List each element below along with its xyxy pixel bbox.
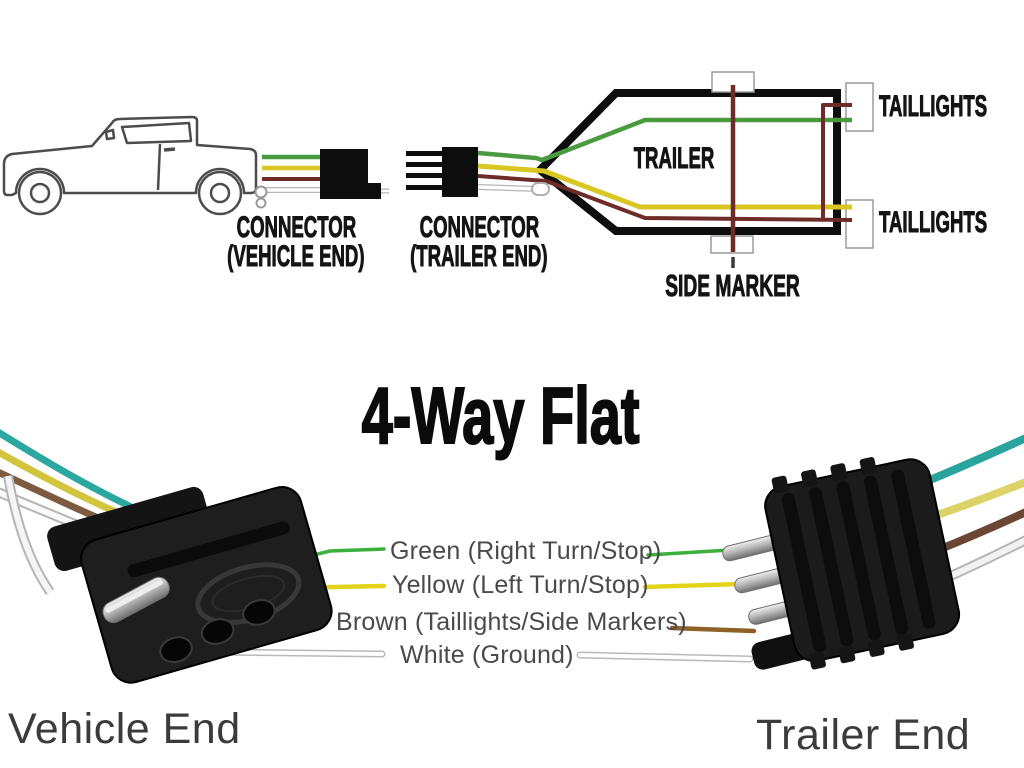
taillight-box-bottom: [845, 199, 874, 249]
wire-label-brown: Brown (Taillights/Side Markers): [336, 608, 687, 636]
vehicle-end-wires-art: [262, 154, 322, 193]
wire-label-green: Green (Right Turn/Stop): [390, 537, 662, 565]
vehicle-connector-icon: [320, 149, 381, 199]
trailer-end-photo: [722, 434, 1024, 670]
vehicle-end-label: Vehicle End: [8, 705, 241, 753]
hitch-art: [254, 185, 268, 209]
taillights-bottom-label: TAILLIGHTS: [879, 206, 988, 239]
trailer-connector-icon: [406, 147, 478, 197]
wire-label-yellow: Yellow (Left Turn/Stop): [392, 571, 649, 599]
trailer-connector-label-line2: (TRAILER END): [410, 240, 548, 273]
light-boxes: [710, 71, 874, 254]
wire-label-white: White (Ground): [400, 641, 574, 669]
page-title: 4-Way Flat: [361, 371, 640, 460]
vehicle-end-photo: [0, 429, 333, 684]
pickup-truck-art: [2, 115, 258, 216]
trailer-connector-label-line1: CONNECTOR: [419, 211, 539, 244]
side-marker-label: SIDE MARKER: [665, 268, 801, 303]
vehicle-connector-label-line1: CONNECTOR: [236, 211, 356, 244]
trailer-outline: [534, 89, 841, 235]
trailer-label: TRAILER: [633, 142, 715, 175]
trailer-end-label: Trailer End: [756, 711, 971, 759]
vehicle-connector-label-line2: (VEHICLE END): [227, 240, 365, 273]
trailer-wires-art: [477, 85, 853, 252]
taillights-top-label: TAILLIGHTS: [879, 90, 988, 123]
